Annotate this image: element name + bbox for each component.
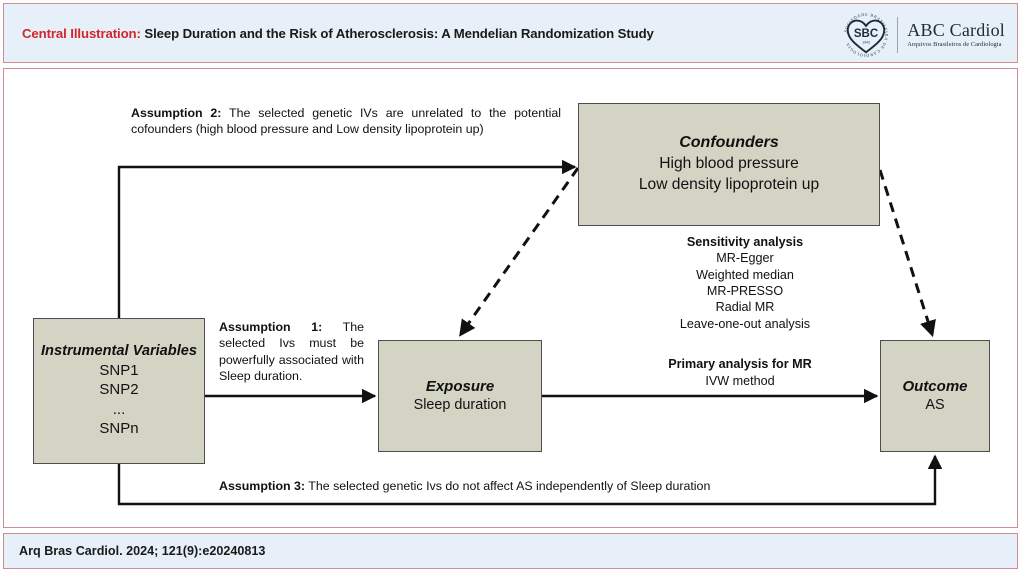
sensitivity-item: Radial MR [715,300,775,315]
central-illustration-label: Central Illustration: [22,26,141,41]
page-title: Central Illustration: Sleep Duration and… [22,26,654,41]
assumption-3-label: Assumption 3: [219,479,306,493]
sensitivity-heading: Sensitivity analysis [686,235,804,249]
assumption-2-body: The selected genetic IVs are unrelated t… [131,106,561,137]
box-line: SNP1 [99,361,139,379]
box-title: Outcome [902,377,968,395]
assumption-3-body: The selected genetic Ivs do not affect A… [305,479,711,493]
logo-divider [897,17,899,53]
assumption-2-label: Assumption 2: [131,106,222,120]
box-title: Instrumental Variables [41,343,197,360]
box-line: AS [925,396,945,413]
box-line: SNPn [99,420,139,438]
sbc-seal-icon: SBC 1943 SOCIEDADE BRASILEIRA DE CARDIOL… [843,12,888,59]
assumption-1-label: Assumption 1: [219,320,323,334]
box-line: ... [112,400,126,418]
box-instrumental-variables: Instrumental Variables SNP1 SNP2 ... SNP… [33,318,205,464]
sensitivity-analysis-annotation: Sensitivity analysis MR-Egger Weighted m… [620,234,870,332]
logo-brand-subtitle: Arquivos Brasileiros de Cardiologia [907,41,1002,49]
box-title: Exposure [425,377,495,395]
box-outcome: Outcome AS [880,340,990,452]
logo-brand: ABC Cardiol [907,20,1005,41]
assumption-1-body: The selected Ivs must be powerfully asso… [219,320,364,384]
header-band: Central Illustration: Sleep Duration and… [3,3,1018,63]
sensitivity-item: Leave-one-out analysis [679,316,811,331]
sensitivity-item: MR-PRESSO [706,284,784,299]
primary-analysis-method: IVW method [705,373,775,388]
article-title: Sleep Duration and the Risk of Atheroscl… [144,26,654,41]
sensitivity-item: Weighted median [696,267,794,282]
primary-analysis-annotation: Primary analysis for MR IVW method [600,356,880,389]
box-confounders: Confounders High blood pressure Low dens… [578,103,880,226]
primary-analysis-heading: Primary analysis for MR [668,357,812,371]
box-line: SNP2 [99,381,139,399]
assumption-3-text: Assumption 3: The selected genetic Ivs d… [219,478,819,494]
svg-text:SBC: SBC [854,28,878,40]
footer-band: Arq Bras Cardiol. 2024; 121(9):e20240813 [3,533,1018,569]
box-line: High blood pressure [659,155,799,173]
box-title: Confounders [679,133,779,151]
svg-text:1943: 1943 [863,41,871,45]
box-line: Low density lipoprotein up [638,176,820,194]
citation-text: Arq Bras Cardiol. 2024; 121(9):e20240813 [19,544,266,558]
box-line: Sleep duration [413,396,507,413]
box-exposure: Exposure Sleep duration [378,340,542,452]
sensitivity-item: MR-Egger [716,251,774,266]
assumption-2-text: Assumption 2: The selected genetic IVs a… [131,105,561,137]
journal-logo: SBC 1943 SOCIEDADE BRASILEIRA DE CARDIOL… [842,11,1005,59]
assumption-1-text: Assumption 1: The selected Ivs must be p… [219,319,364,385]
